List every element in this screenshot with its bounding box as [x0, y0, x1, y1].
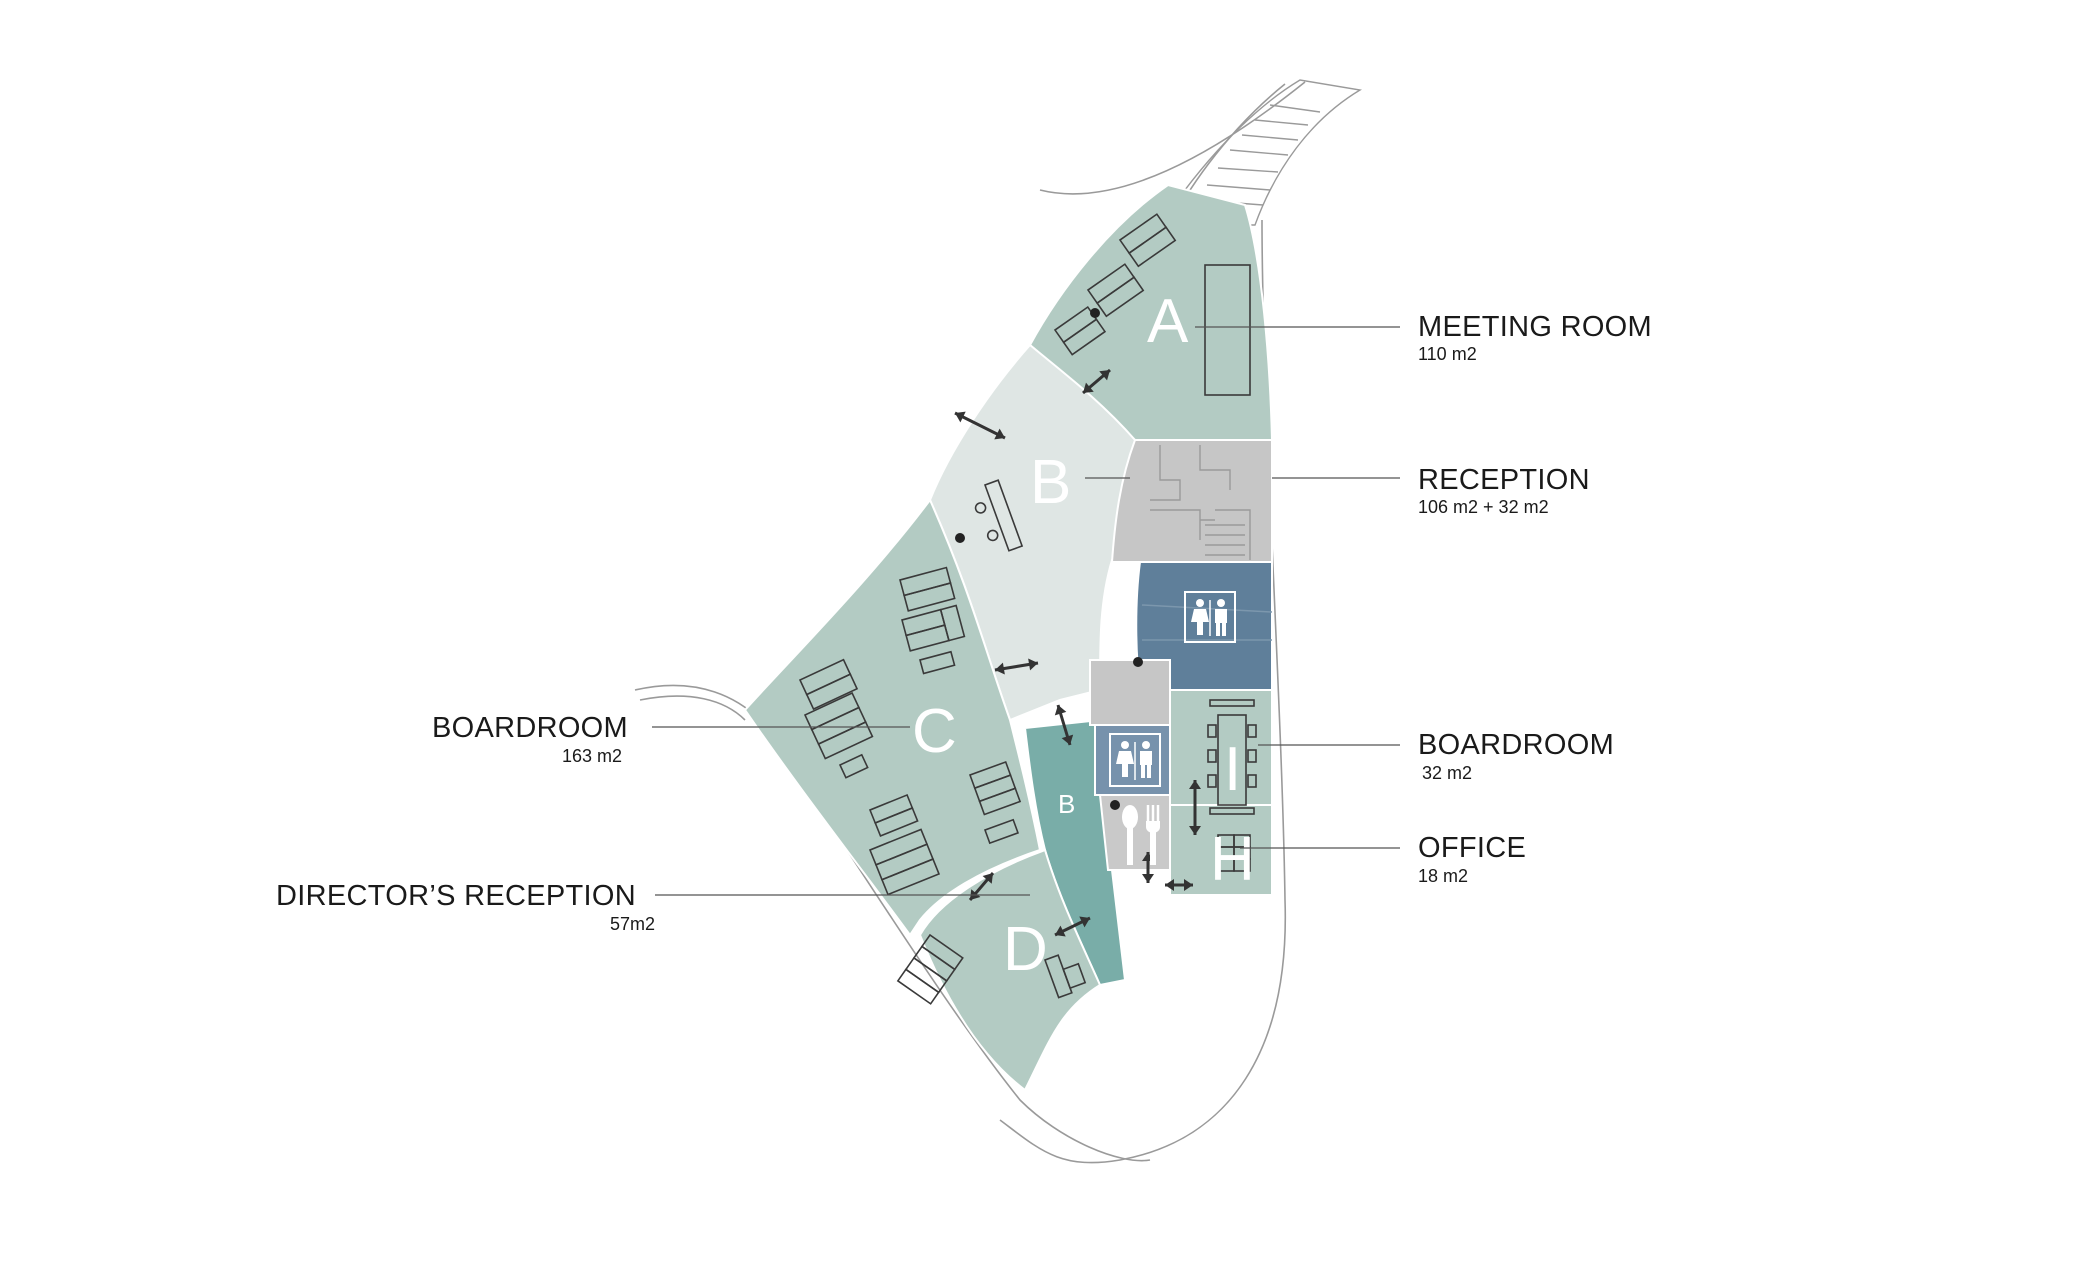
- area-boardroom-i: 32 m2: [1422, 763, 1472, 783]
- core-gray-zone: [1110, 439, 1273, 563]
- building-outline-left-inner: [639, 695, 746, 721]
- restroom-upper-walls: [1141, 604, 1273, 641]
- door-arrow: [1082, 368, 1111, 395]
- cutlery-icon: [1122, 805, 1160, 865]
- door-arrow: [1054, 916, 1091, 937]
- area-boardroom-c: 163 m2: [562, 746, 622, 766]
- furniture: [798, 213, 1257, 1005]
- room-a-letter: A: [1147, 287, 1189, 356]
- room-c-zone: [743, 498, 1042, 937]
- restroom-icon: [1184, 591, 1236, 643]
- area-meeting-room: 110 m2: [1418, 344, 1477, 364]
- label-office: OFFICE: [1418, 832, 1526, 864]
- room-i-letter: I: [1224, 735, 1241, 804]
- columns: [955, 308, 1143, 810]
- door-arrow: [1189, 780, 1201, 835]
- label-directors-reception: DIRECTOR’S RECEPTION: [276, 880, 636, 912]
- door-arrow: [954, 411, 1006, 440]
- building-outline-left: [634, 684, 1151, 1162]
- room-d-zone: [918, 848, 1102, 1092]
- door-arrow: [994, 658, 1039, 675]
- label-reception: RECEPTION: [1418, 464, 1590, 496]
- leader-lines: [652, 326, 1400, 896]
- room-b2-letter: B: [1058, 789, 1075, 819]
- door-arrow: [1054, 704, 1074, 746]
- room-b-letter: B: [1030, 448, 1071, 517]
- room-d-letter: D: [1003, 915, 1048, 984]
- area-reception: 106 m2 + 32 m2: [1418, 497, 1549, 517]
- label-boardroom-c: BOARDROOM: [432, 712, 628, 744]
- area-directors-reception: 57m2: [610, 914, 655, 934]
- core-walls: [1150, 445, 1251, 560]
- restroom-icon: [1109, 733, 1161, 787]
- room-c-letter: C: [912, 697, 957, 766]
- area-office: 18 m2: [1418, 866, 1468, 886]
- door-arrow: [1165, 879, 1193, 891]
- label-boardroom-i: BOARDROOM: [1418, 729, 1614, 761]
- door-arrows: [954, 368, 1201, 937]
- label-meeting-room: MEETING ROOM: [1418, 311, 1652, 343]
- service-gray-zone: [1089, 659, 1171, 726]
- room-h-letter: H: [1210, 825, 1255, 894]
